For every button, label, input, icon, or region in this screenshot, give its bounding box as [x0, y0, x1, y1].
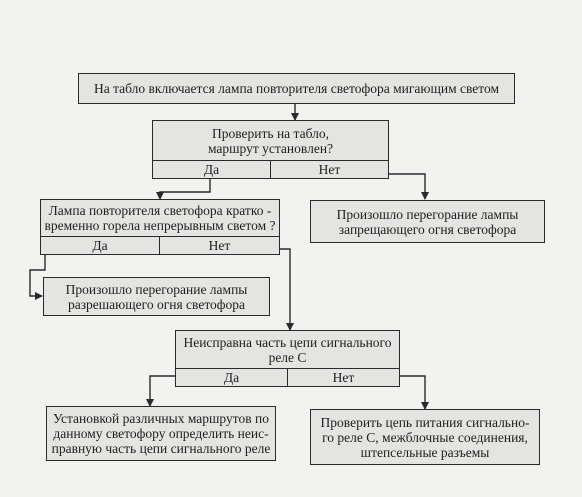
forbid-burnout-line-2: запрещающего огня светофора: [338, 221, 517, 237]
signal-relay-check-answers: Да Нет: [176, 368, 399, 386]
repeater-check-answers: Да Нет: [41, 236, 279, 254]
signal-relay-check-line-1: Неисправна часть цепи сигнального: [183, 334, 392, 350]
check-route-yes-label: Да: [203, 162, 220, 177]
start-text: На табло включается лампа повторителя св…: [93, 81, 500, 96]
repeater-check-line-2: временно горела непрерывным светом ?: [44, 218, 276, 233]
repeater-check-decision: Лампа повторителя светофора кратко - вре…: [40, 199, 280, 255]
check-route-line-2: маршрут установлен?: [207, 140, 334, 156]
arrow-check-route-yes: [156, 179, 211, 200]
repeater-check-question: Лампа повторителя светофора кратко - вре…: [41, 200, 279, 236]
repeater-check-line-1: Лампа повторителя светофора кратко -: [48, 203, 272, 218]
route-check-action-box: Установкой различных маршрутов по данном…: [46, 406, 276, 461]
power-check-action-line-1: Проверить цепь питания сигнально-: [320, 414, 530, 430]
arrow-signal-relay-no: [400, 375, 429, 410]
start-box: На табло включается лампа повторителя св…: [78, 73, 515, 104]
signal-relay-check-question: Неисправна часть цепи сигнального реле С: [176, 331, 399, 368]
repeater-check-no-label: Нет: [159, 237, 279, 254]
arrow-signal-relay-yes: [146, 375, 175, 407]
arrow-repeater-yes: [29, 255, 46, 300]
allow-burnout-line-1: Произошло перегорание лампы: [65, 281, 248, 297]
check-route-answers: Да Нет: [153, 160, 388, 178]
forbid-burnout-box: Произошло перегорание лампы запрещающего…: [310, 200, 545, 243]
repeater-check-yes-label: Да: [92, 238, 108, 253]
route-check-action-line-1: Установкой различных маршрутов по: [53, 411, 269, 426]
check-route-line-1: Проверить на табло,: [212, 125, 329, 141]
power-check-action-line-3: штепсельные разъемы: [360, 444, 490, 460]
signal-relay-check-line-2: реле С: [268, 349, 307, 365]
power-check-action-box: Проверить цепь питания сигнально- го рел…: [310, 409, 540, 465]
allow-burnout-line-2: разрешающего огня светофора: [67, 296, 246, 312]
signal-relay-check-yes-label: Да: [223, 370, 240, 385]
forbid-burnout-line-1: Произошло перегорание лампы: [336, 206, 519, 222]
power-check-action-line-2: го реле С, межблочные соединения,: [322, 429, 528, 445]
route-check-action-line-2: данному светофору определить неис-: [53, 426, 269, 441]
check-route-question: Проверить на табло, маршрут установлен?: [153, 121, 388, 160]
check-route-decision: Проверить на табло, маршрут установлен? …: [152, 120, 389, 179]
signal-relay-check-no-label: Нет: [287, 369, 399, 386]
route-check-action-line-3: правную часть цепи сигнального реле: [51, 441, 271, 456]
allow-burnout-box: Произошло перегорание лампы разрешающего…: [43, 277, 270, 316]
check-route-no-label: Нет: [270, 161, 388, 178]
signal-relay-check-decision: Неисправна часть цепи сигнального реле С…: [175, 330, 400, 387]
